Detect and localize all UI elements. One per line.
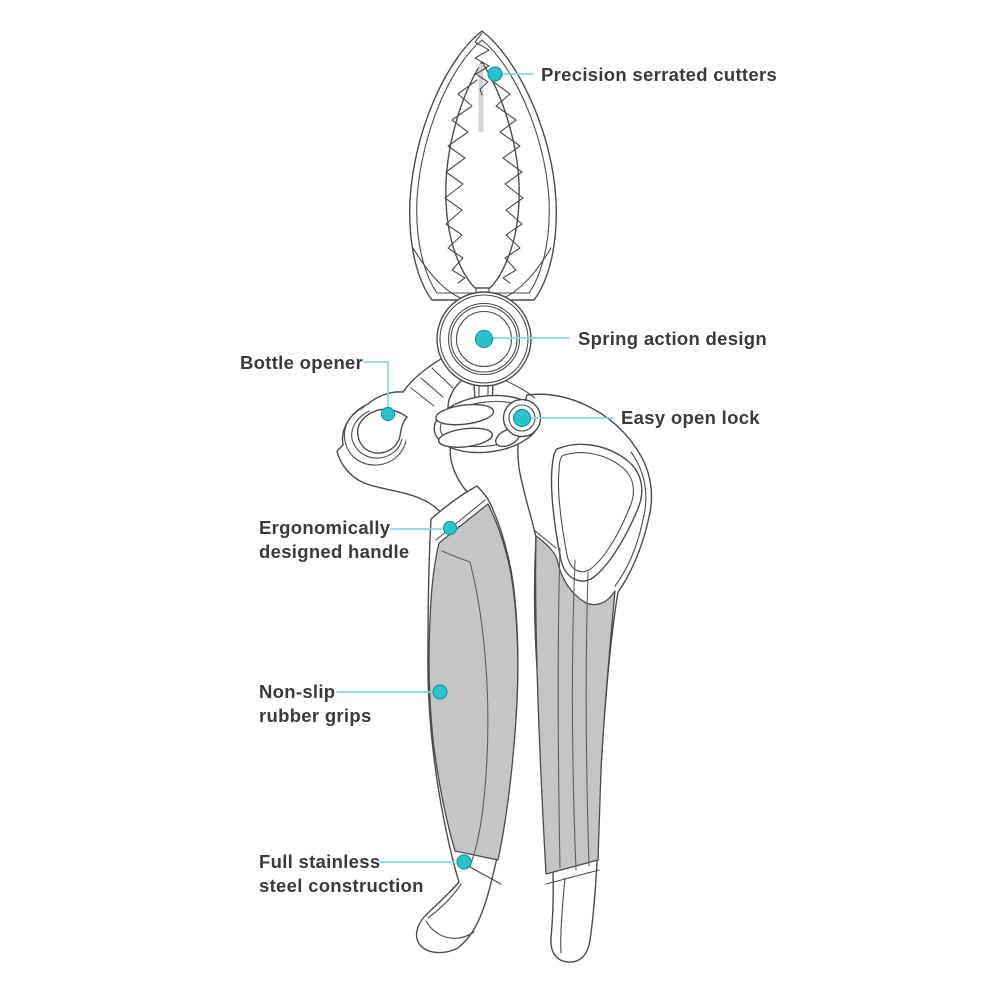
handle-cutout: [550, 443, 643, 582]
callout-cutters-label: Precision serrated cutters: [541, 64, 777, 85]
bottle-opener: [336, 349, 476, 524]
right-rubber-grip: [533, 529, 616, 885]
callout-spring-dot: [474, 329, 494, 349]
left-rubber-grip: [428, 499, 519, 885]
callout-steel: Full stainless steel construction: [259, 851, 472, 896]
lock-plate-top-rib: [435, 403, 495, 426]
callout-bottle-leader: [363, 361, 389, 407]
callout-steel-label-line2: steel construction: [259, 875, 424, 896]
callout-grips-label-line1: Non-slip: [259, 681, 335, 702]
serrated-teeth: [444, 32, 524, 284]
callout-grips-label-line2: rubber grips: [259, 705, 372, 726]
callout-bottle: Bottle opener: [240, 352, 396, 422]
callout-grips-dot: [432, 684, 448, 700]
callout-handle-label-line2: designed handle: [259, 541, 409, 562]
callout-cutters-dot: [487, 66, 503, 82]
callout-lock: Easy open lock: [512, 407, 760, 428]
callout-lock-label: Easy open lock: [621, 407, 760, 428]
left-tip-contour: [427, 883, 462, 919]
callout-spring-label: Spring action design: [578, 328, 767, 349]
right-tip-contour: [560, 877, 566, 954]
callout-bottle-dot: [380, 406, 396, 422]
callout-lock-dot: [512, 408, 532, 428]
callout-handle-dot: [442, 520, 458, 536]
callout-handle-label-line1: Ergonomically: [259, 517, 391, 538]
callout-cutters: Precision serrated cutters: [487, 64, 777, 85]
pliers-jaw: [409, 30, 557, 303]
callout-spring: Spring action design: [474, 328, 767, 349]
lock-plate-bottom-rib: [437, 427, 494, 448]
callout-handle: Ergonomically designed handle: [259, 517, 458, 562]
callout-steel-label-line1: Full stainless: [259, 851, 380, 872]
callout-grips: Non-slip rubber grips: [259, 681, 448, 726]
callout-steel-dot: [456, 854, 472, 870]
callout-bottle-label: Bottle opener: [240, 352, 363, 373]
bottle-opener-mouth: [356, 408, 408, 454]
